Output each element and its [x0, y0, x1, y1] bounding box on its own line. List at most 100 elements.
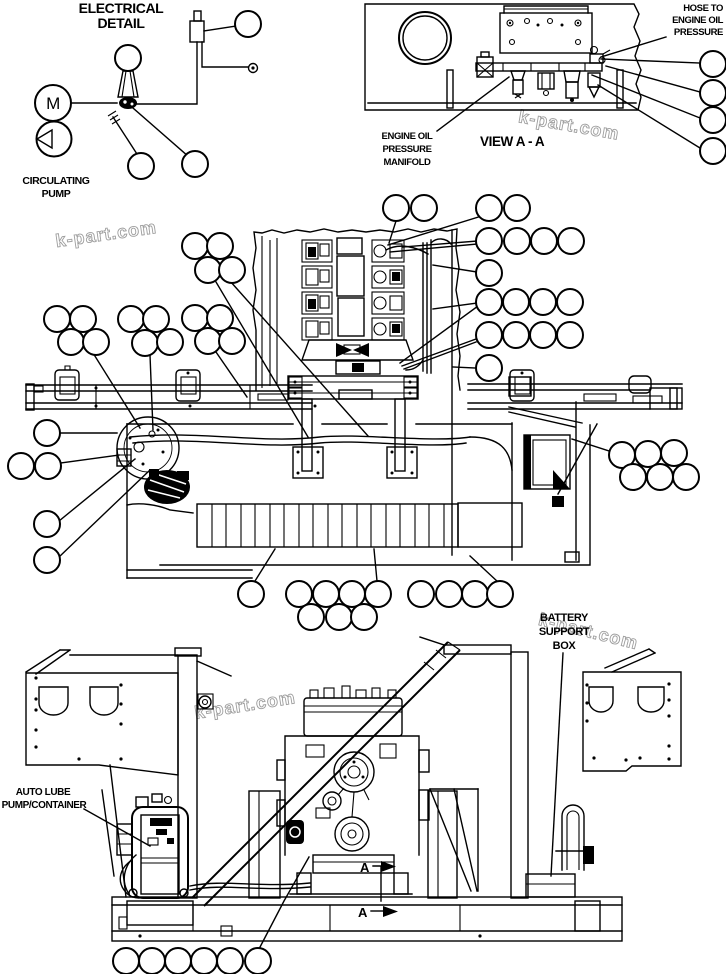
line-art — [296, 450, 300, 454]
line-art — [403, 341, 477, 370]
line-art — [161, 450, 165, 454]
line-art — [418, 789, 430, 821]
callout-balloon — [529, 288, 557, 316]
line-art — [138, 934, 142, 938]
line-art — [410, 450, 414, 454]
line-art — [336, 237, 363, 255]
line-art — [25, 672, 179, 776]
line-art — [308, 299, 316, 309]
battery-box-label-line2: SUPPORT — [539, 626, 590, 638]
exhaust-pipes — [422, 239, 432, 374]
line-art — [355, 689, 367, 699]
callout-balloon — [503, 227, 531, 255]
detail-lines — [309, 685, 397, 699]
line-art — [508, 376, 532, 397]
line-art — [399, 305, 479, 364]
line-art — [151, 793, 163, 803]
line-art — [327, 796, 337, 806]
callout-balloon — [699, 137, 726, 165]
panel-slot — [446, 69, 454, 109]
line-art — [301, 398, 313, 472]
line-art — [316, 450, 320, 454]
line-art — [389, 269, 403, 285]
engine-band-torn-edge — [252, 228, 461, 391]
line-art — [304, 705, 402, 713]
line-art — [476, 56, 494, 78]
line-art — [319, 269, 330, 283]
line-art — [323, 687, 335, 699]
line-art — [156, 428, 160, 432]
line-art — [92, 352, 141, 429]
base-frame — [111, 896, 623, 942]
machine-elevation-view: A A AUTO LUBE PUMP/CONTAINER BATTERY SUP… — [2, 612, 682, 950]
line-art — [669, 387, 678, 410]
line-art — [570, 98, 574, 102]
hose-label-line3: PRESSURE — [674, 27, 723, 38]
leader-line — [132, 107, 190, 158]
line-art — [191, 641, 449, 899]
line-art — [520, 371, 524, 375]
engine-center-covers — [336, 237, 365, 337]
callout-balloon — [218, 256, 246, 284]
line-art — [126, 569, 253, 579]
line-art — [119, 683, 123, 687]
line-art — [373, 548, 378, 582]
line-art — [34, 697, 38, 701]
line-art — [174, 647, 202, 657]
line-art — [381, 861, 396, 872]
line-art — [383, 906, 398, 917]
line-art — [95, 385, 251, 409]
callout-balloon — [285, 580, 313, 608]
machine-lower-body — [126, 401, 591, 579]
section-letter-bottom: A — [358, 905, 368, 920]
line-art — [379, 743, 397, 759]
callout-balloon — [475, 288, 503, 316]
leader-line — [436, 76, 510, 132]
line-art — [316, 471, 320, 475]
line-art — [140, 814, 180, 895]
line-art — [403, 387, 418, 399]
callout-balloon — [435, 580, 463, 608]
engine-lower-mounts — [292, 446, 418, 479]
line-art — [215, 351, 248, 398]
line-art — [203, 25, 237, 32]
line-art — [667, 757, 671, 761]
line-art — [156, 829, 167, 835]
line-art — [313, 404, 317, 408]
engine-mount-plate — [287, 375, 419, 472]
line-art — [585, 683, 589, 687]
line-art — [588, 686, 614, 713]
circulating-pump-label-line1: CIRCULATING — [22, 175, 89, 187]
callout-balloon — [382, 194, 410, 222]
line-art — [334, 816, 370, 852]
panel-port — [398, 11, 452, 65]
line-art — [510, 70, 526, 81]
bolt-dots — [585, 682, 671, 762]
line-art — [94, 386, 98, 390]
callout-balloon — [114, 44, 142, 72]
line-art — [58, 469, 151, 558]
line-art — [408, 380, 412, 384]
line-art — [410, 471, 414, 475]
pump-assembly — [116, 416, 190, 504]
leader-lines-plan — [58, 214, 610, 583]
line-art — [392, 272, 400, 281]
line-art — [288, 381, 418, 394]
engine-elevation — [276, 685, 430, 895]
left-wing-plate — [25, 649, 179, 898]
line-art — [649, 387, 683, 410]
line-art — [132, 440, 467, 446]
callout-balloon — [699, 106, 726, 134]
line-art — [288, 376, 303, 388]
line-art — [193, 10, 202, 22]
manifold-label-line3: MANIFOLD — [384, 157, 431, 168]
line-art — [123, 423, 173, 473]
line-art — [147, 837, 159, 846]
line-art — [667, 682, 671, 686]
callout-balloon — [475, 354, 503, 382]
callout-balloon — [7, 452, 35, 480]
line-art — [523, 17, 531, 25]
line-art — [583, 393, 617, 402]
line-art — [149, 469, 159, 477]
line-art — [476, 62, 494, 78]
